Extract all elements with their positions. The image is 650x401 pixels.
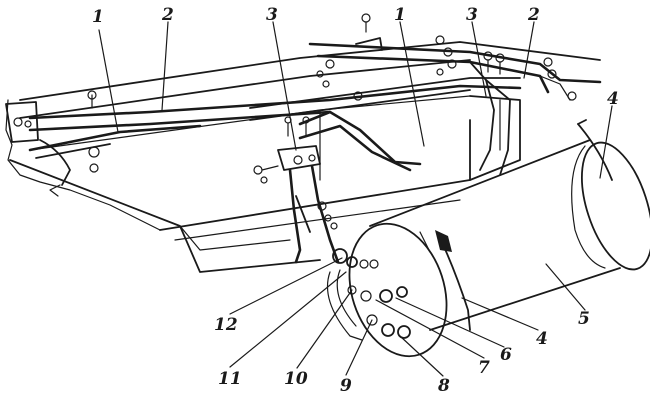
callout-5: 5 [578,309,590,329]
callout-4-top: 4 [607,89,619,109]
right-top-bracket [308,13,602,176]
callout-3-right: 3 [466,5,478,25]
callout-1-left: 1 [92,7,104,27]
callout-2-left: 2 [161,5,174,25]
callout-8: 8 [437,376,450,396]
callout-2-right: 2 [527,5,540,25]
callout-3-left: 3 [266,5,278,25]
callout-1-right: 1 [394,5,406,25]
vehicle-frame [5,41,601,273]
callout-4-bottom: 4 [536,329,548,349]
tank-strap-2 [28,84,522,172]
callout-7: 7 [478,358,490,378]
callout-6: 6 [500,345,512,365]
callout-labels: 1 2 3 1 3 2 4 5 4 6 7 8 9 10 11 12 [92,5,619,396]
callout-9: 9 [340,376,352,396]
center-hanger-bracket [253,116,340,264]
callout-11: 11 [218,369,242,389]
callout-12: 12 [214,315,238,335]
tank-strap-1 [28,77,521,159]
fuel-tank [348,139,650,358]
left-mounting-bracket [5,90,100,197]
leader-lines [98,21,613,377]
tank-fittings [326,248,411,341]
callout-10: 10 [284,369,308,389]
bolt-group-top-right [316,13,557,101]
tank-strap-4 [439,119,613,331]
